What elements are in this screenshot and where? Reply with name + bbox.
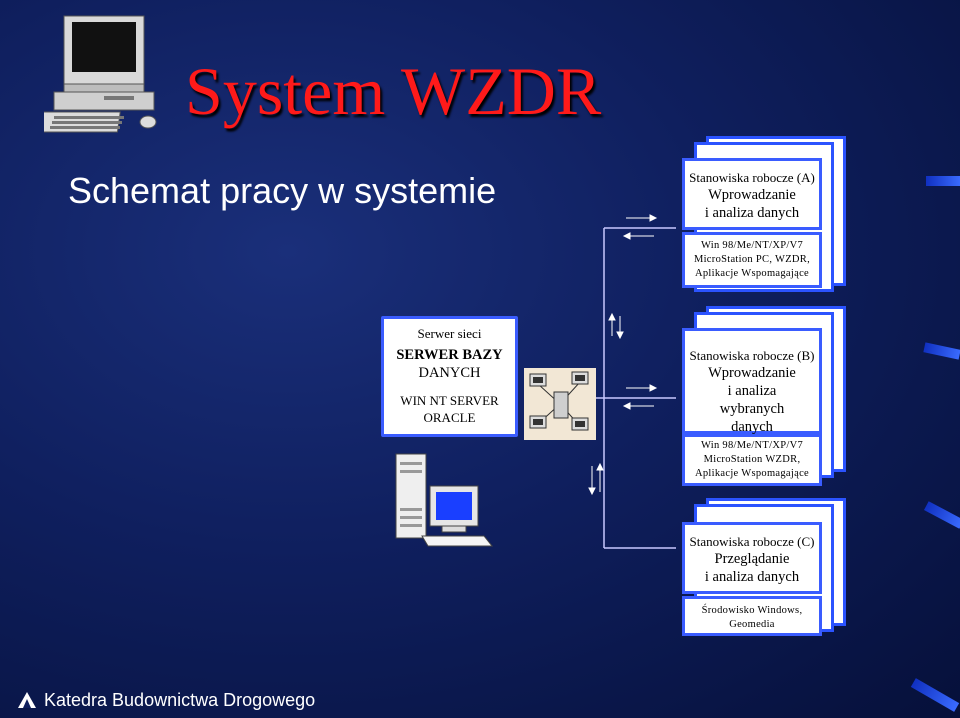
server-tower-icon — [553, 391, 569, 419]
page-title: System WZDR — [185, 53, 602, 129]
page-subtitle: Schemat pracy w systemie — [68, 170, 497, 211]
station-a-sw-line3: Aplikacje Wspomagające — [695, 268, 809, 279]
station-a-title: Stanowiska robocze (A) — [689, 170, 815, 185]
station-a-software: Win 98/Me/NT/XP/V7 MicroStation PC, WZDR… — [682, 232, 822, 288]
server-os-line2: ORACLE — [423, 410, 476, 425]
station-b-software: Win 98/Me/NT/XP/V7 MicroStation WZDR, Ap… — [682, 434, 822, 486]
station-b-task-line3: wybranych — [719, 401, 785, 417]
server-name-line2: DANYCH — [418, 365, 481, 381]
decorative-stripe — [926, 176, 960, 186]
station-c-header: Stanowiska robocze (C) Przeglądanie i an… — [682, 522, 822, 594]
station-a-sw-line2: MicroStation PC, WZDR, — [693, 254, 811, 265]
station-b-task-line2: i analiza — [727, 383, 777, 399]
workstation-icon — [395, 453, 494, 547]
station-c-sw-line1: Środowisko Windows, — [701, 605, 803, 616]
logo-icon — [18, 692, 36, 708]
server-label: Serwer sieci — [417, 326, 482, 341]
station-b-title: Stanowiska robocze (B) — [689, 348, 815, 363]
station-a-header: Stanowiska robocze (A) Wprowadzanie i an… — [682, 158, 822, 230]
station-c-task-line1: Przeglądanie — [714, 551, 790, 567]
station-c-sw-line2: Geomedia — [729, 619, 775, 630]
network-icon — [524, 368, 596, 440]
footer-text: Katedra Budownictwa Drogowego — [44, 690, 316, 710]
station-b-sw-line2: MicroStation WZDR, — [703, 454, 801, 465]
station-b-sw-line3: Aplikacje Wspomagające — [695, 468, 809, 479]
desktop-computer-icon — [44, 15, 157, 133]
station-b-sw-line1: Win 98/Me/NT/XP/V7 — [700, 440, 804, 451]
station-b-task-line4: danych — [731, 419, 773, 435]
station-a-task-line1: Wprowadzanie — [708, 187, 796, 203]
station-c-task-line2: i analiza danych — [704, 569, 800, 585]
server-box: Serwer sieci SERWER BAZY DANYCH WIN NT S… — [381, 316, 518, 437]
server-name-line1: SERWER BAZY — [396, 347, 503, 363]
station-b-task-line1: Wprowadzanie — [708, 365, 796, 381]
station-b-header: Stanowiska robocze (B) Wprowadzanie i an… — [682, 328, 822, 435]
station-c-title: Stanowiska robocze (C) — [689, 534, 815, 549]
server-os-line1: WIN NT SERVER — [400, 393, 499, 408]
station-a-task-line2: i analiza danych — [704, 205, 800, 221]
station-a-sw-line1: Win 98/Me/NT/XP/V7 — [700, 240, 804, 251]
station-c-software: Środowisko Windows, Geomedia — [682, 596, 822, 636]
